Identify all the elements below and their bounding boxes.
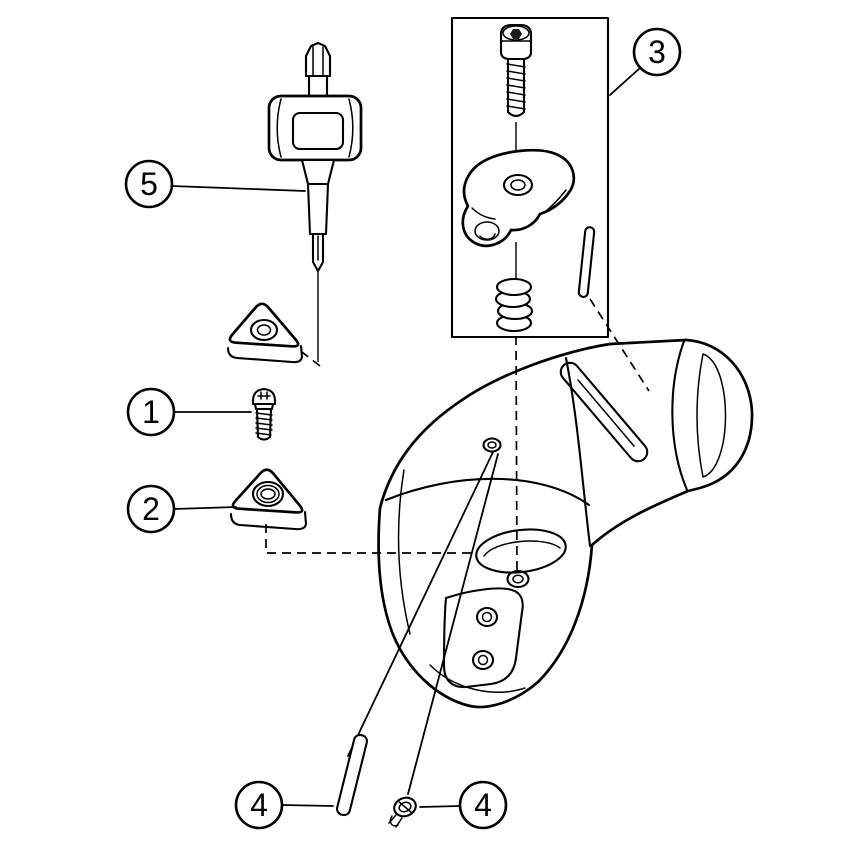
coupling-face — [696, 353, 727, 478]
callout-4-left-label: 4 — [250, 787, 268, 823]
callout-5-circle — [124, 159, 174, 209]
key-handle — [267, 94, 363, 162]
hex-socket-icon — [510, 29, 522, 39]
coupling-rim — [671, 339, 689, 492]
callout-1: 1 — [126, 387, 252, 437]
shim-insert — [226, 302, 304, 364]
cutting-insert — [229, 468, 308, 531]
insert-axis-dashed — [265, 524, 477, 554]
neck-crease — [564, 356, 592, 548]
clamp-screw-hole — [502, 173, 534, 197]
tool-holder-body — [377, 338, 754, 709]
pocket-hole-lower — [471, 649, 495, 671]
clamp-screw-bore — [506, 569, 530, 589]
shim-center-hole — [249, 318, 279, 342]
callout-5-label: 5 — [140, 166, 158, 202]
dowel-pin — [577, 226, 596, 298]
torx-key — [267, 41, 363, 273]
lock-pin — [335, 733, 369, 817]
set-screw — [388, 796, 417, 828]
pin-leader-line — [347, 451, 494, 757]
insert-center-hole — [251, 480, 285, 508]
callout-4-right-label: 4 — [474, 787, 492, 823]
callout-4-right: 4 — [419, 780, 508, 830]
cap-screw — [499, 23, 533, 118]
pocket-hole-upper — [475, 606, 499, 628]
callout-3-label: 3 — [648, 34, 666, 70]
top-slot — [559, 361, 649, 463]
insert-screw — [251, 387, 277, 441]
setscrew-leader-line — [407, 453, 499, 795]
face-edge — [384, 477, 591, 507]
callout-4-right-circle — [458, 780, 508, 830]
detail-box — [450, 16, 610, 339]
body-silhouette — [377, 338, 754, 709]
torx-bit-tip — [304, 41, 332, 78]
clamp — [461, 148, 576, 248]
clamp-axis-dashed — [515, 335, 518, 572]
spring — [494, 277, 534, 333]
clamp-front-lobe — [474, 221, 500, 241]
callout-4-left: 4 — [234, 780, 334, 830]
callout-4-left-circle — [234, 780, 284, 830]
callout-1-label: 1 — [142, 394, 160, 430]
callout-2: 2 — [126, 484, 237, 534]
callout-3-circle — [632, 27, 682, 77]
pin-axis-dashed — [589, 298, 650, 392]
callout-2-circle — [126, 484, 176, 534]
callout-3: 3 — [609, 27, 682, 96]
callout-1-circle — [126, 387, 176, 437]
pin-bore — [482, 437, 502, 453]
callout-2-label: 2 — [142, 491, 160, 527]
callout-5: 5 — [124, 159, 306, 209]
